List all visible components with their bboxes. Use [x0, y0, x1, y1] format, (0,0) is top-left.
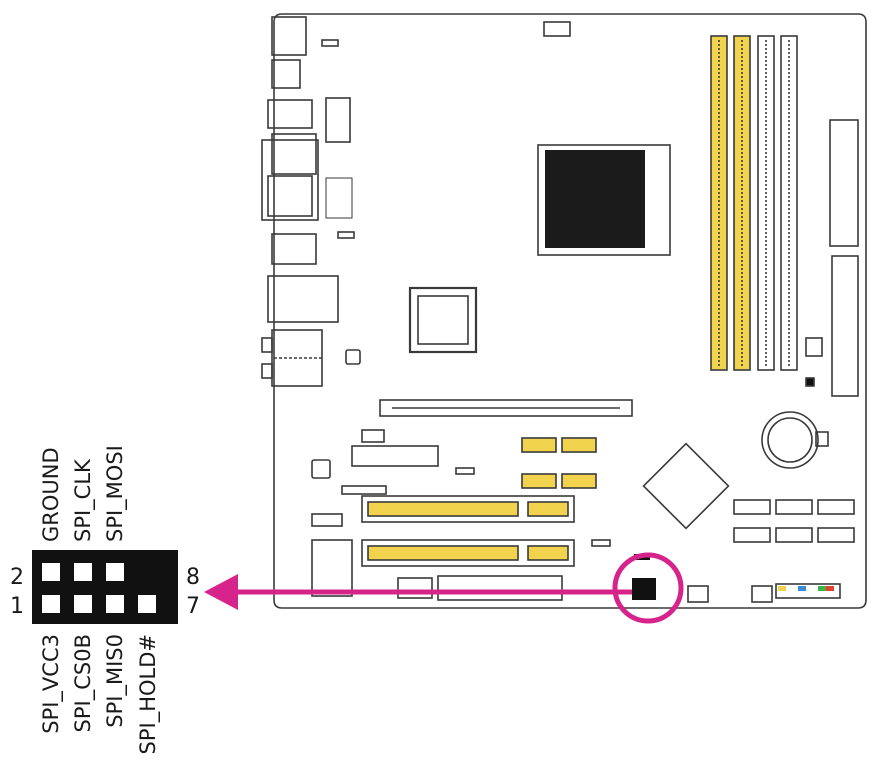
pin-7 [138, 595, 156, 613]
pin-3 [74, 595, 92, 613]
pin-6 [106, 563, 124, 581]
sata-connectors [733, 499, 855, 543]
northbridge-chip [408, 286, 478, 354]
pcie-x16-slot [379, 399, 633, 417]
pointer-arrow-head [204, 574, 238, 610]
highlight-callout [204, 552, 684, 624]
atx-power-connector [829, 119, 859, 247]
pin-label-spi-clk: SPI_CLK [71, 458, 96, 542]
dimm-slots [710, 35, 798, 371]
board-outline [273, 13, 867, 609]
cpu-socket [537, 144, 671, 256]
southbridge-chip [642, 442, 730, 530]
pin-4 [74, 563, 92, 581]
pin-1 [42, 595, 60, 613]
pin-label-spi-hold: SPI_HOLD# [136, 634, 161, 754]
pin-label-spi-cs0b: SPI_CS0B [71, 634, 96, 732]
pin-number-bottom-left: 1 [10, 594, 24, 619]
cmos-battery [761, 411, 819, 469]
pin-label-spi-vcc3: SPI_VCC3 [39, 634, 64, 734]
rear-io-ports [261, 16, 339, 387]
bottom-labels: SPI_VCC3 SPI_CS0B SPI_MIS0 SPI_HOLD# [39, 634, 161, 754]
pin-2 [42, 563, 60, 581]
pin-label-spi-mis0: SPI_MIS0 [103, 634, 128, 728]
pin-number-top-right: 8 [186, 565, 200, 590]
spi-header [32, 550, 178, 624]
highlight-circle [612, 552, 684, 624]
pin-number-bottom-right: 7 [186, 594, 200, 619]
motherboard [261, 13, 867, 609]
pin-label-spi-mosi: SPI_MOSI [103, 445, 128, 542]
pci-slots [361, 495, 575, 567]
pin-number-top-left: 2 [10, 565, 24, 590]
pin-5 [106, 595, 124, 613]
pin-label-ground: GROUND [39, 447, 63, 542]
